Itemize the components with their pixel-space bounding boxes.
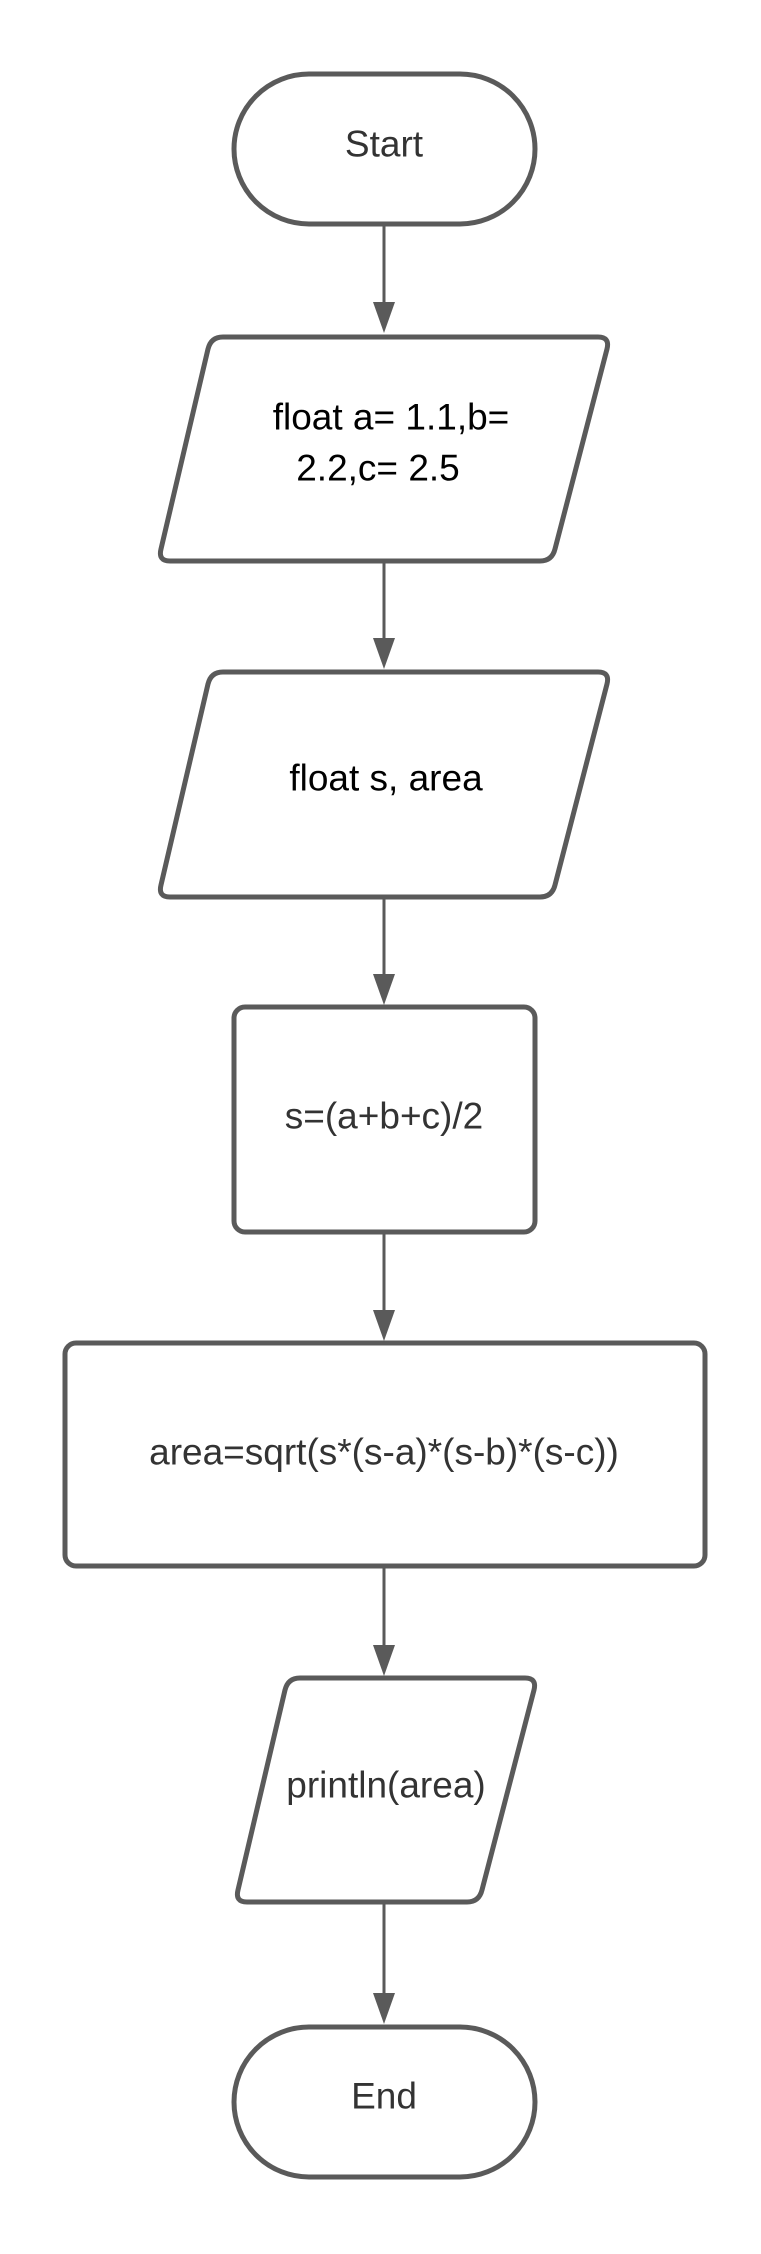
- compute-area-label: area=sqrt(s*(s-a)*(s-b)*(s-c)): [149, 1432, 619, 1473]
- arrow-start-to-declare-abc: [373, 225, 395, 333]
- compute-area-node: area=sqrt(s*(s-a)*(s-b)*(s-c)): [62, 1340, 708, 1569]
- declare-s-area-parallelogram: [157, 669, 611, 900]
- start-terminator-shape: [231, 71, 538, 227]
- declare-abc-node: float a= 1.1,b= 2.2,c= 2.5: [157, 334, 611, 564]
- declare-abc-parallelogram: [157, 334, 611, 564]
- arrow-declare-abc-to-declare-s-area: [373, 563, 395, 669]
- compute-area-process-shape: [62, 1340, 708, 1569]
- start-node: Start: [231, 71, 538, 227]
- declare-s-area-label: float s, area: [289, 758, 483, 799]
- print-area-parallelogram: [234, 1675, 538, 1905]
- declare-abc-label-line-1: float a= 1.1,b=: [273, 397, 510, 438]
- compute-s-label: s=(a+b+c)/2: [285, 1096, 483, 1137]
- end-node: End: [231, 2024, 538, 2180]
- arrow-declare-s-area-to-compute-s: [373, 898, 395, 1005]
- declare-s-area-node: float s, area: [157, 669, 611, 900]
- arrow-print-area-to-end: [373, 1903, 395, 2024]
- arrow-compute-area-to-print-area: [373, 1568, 395, 1676]
- end-terminator-shape: [231, 2024, 538, 2180]
- compute-s-node: s=(a+b+c)/2: [231, 1004, 538, 1235]
- declare-abc-label-line-2: 2.2,c= 2.5: [296, 448, 460, 489]
- connectors: [373, 225, 395, 2024]
- end-label: End: [351, 2076, 417, 2117]
- arrow-compute-s-to-compute-area: [373, 1233, 395, 1341]
- print-area-label: println(area): [286, 1765, 485, 1806]
- print-area-node: println(area): [234, 1675, 538, 1905]
- start-label: Start: [345, 124, 424, 165]
- compute-s-process-shape: [231, 1004, 538, 1235]
